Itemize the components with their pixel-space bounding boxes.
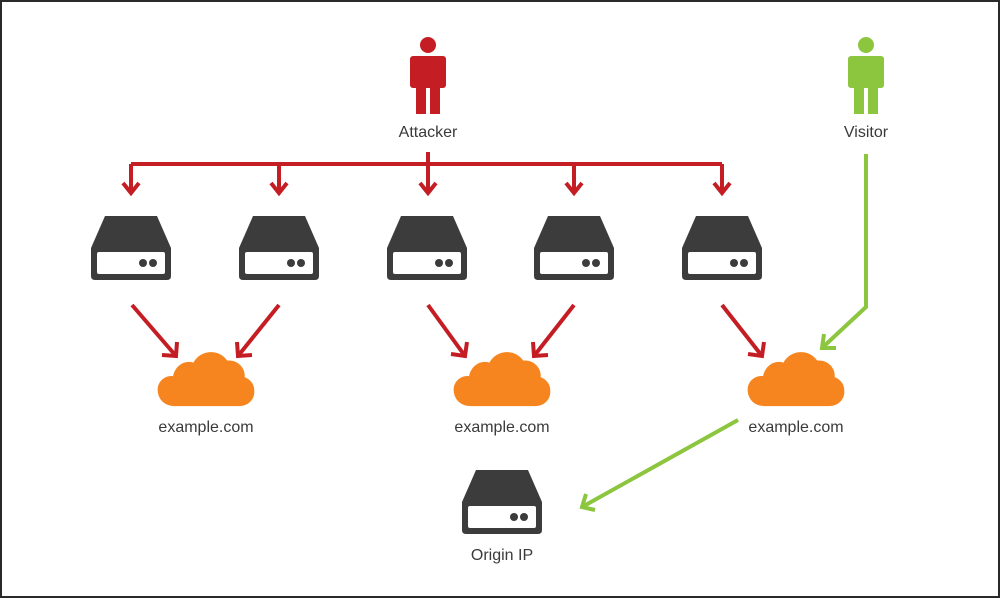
bot-server-icon [387, 216, 467, 280]
site-label: example.com [454, 419, 550, 436]
attack-distribution-lines [129, 152, 724, 192]
visitor-label: Visitor [843, 124, 889, 141]
attack-arrowheads [121, 181, 732, 197]
origin-server-icon [462, 470, 542, 534]
site-label: example.com [158, 419, 254, 436]
cloud-icon [157, 352, 255, 407]
bot-server-icon [91, 216, 171, 280]
origin-ip-label: Origin IP [470, 547, 534, 564]
bot-server-icon [534, 216, 614, 280]
cloud-icon [747, 352, 845, 407]
attacker-label: Attacker [398, 124, 458, 141]
site-label: example.com [748, 419, 844, 436]
bot-server-icon [239, 216, 319, 280]
bot-server-icon [682, 216, 762, 280]
bot-to-site-arrows [130, 303, 766, 359]
visitor-path-arrows [579, 154, 868, 512]
cloud-icon [453, 352, 551, 407]
visitor-icon [848, 37, 884, 114]
attacker-icon [410, 37, 446, 114]
